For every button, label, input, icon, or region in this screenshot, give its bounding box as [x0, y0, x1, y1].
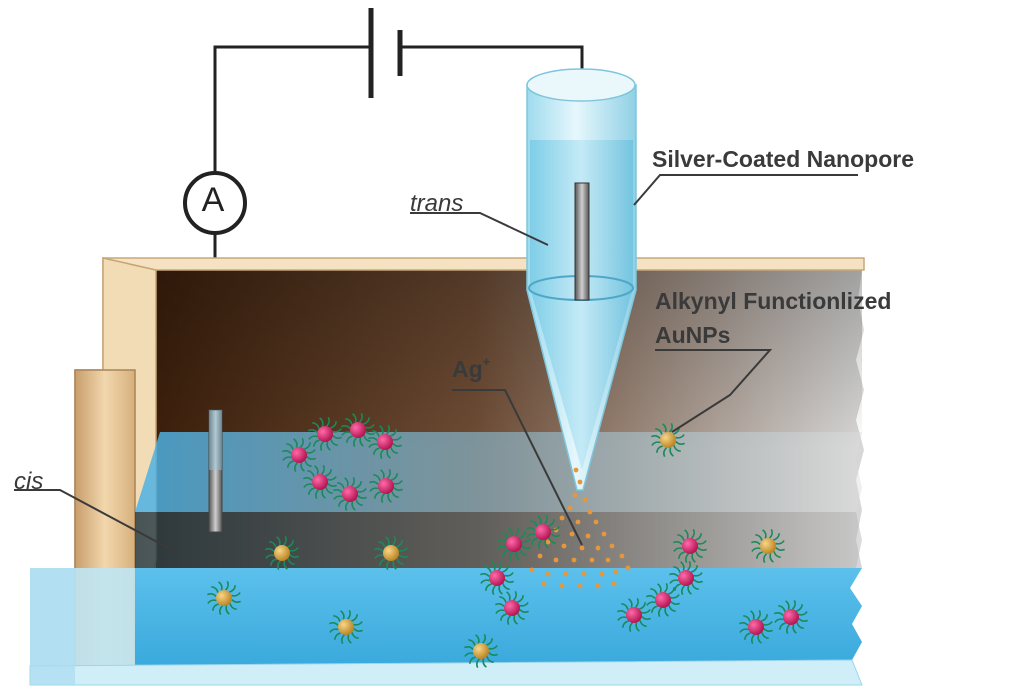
magenta-nanoparticle: [669, 561, 703, 595]
magenta-nanoparticle: [308, 417, 342, 451]
gold-nanoparticle: [374, 536, 408, 570]
magenta-nanoparticle: [282, 438, 316, 472]
ag-ion-label: Ag+: [452, 354, 491, 383]
trans-label: trans: [410, 190, 464, 217]
gold-nanoparticle: [751, 529, 785, 563]
alkynyl-label-line2: AuNPs: [655, 322, 731, 348]
ag-ion-dot: [605, 557, 611, 563]
magenta-nanoparticle: [526, 515, 560, 549]
ag-ion-dot: [611, 581, 617, 587]
ag-ion-dot: [619, 553, 625, 559]
ag-ion-dot: [601, 531, 607, 537]
magenta-nanoparticle: [341, 413, 375, 447]
ag-ion-dot: [575, 519, 581, 525]
magenta-nanoparticle: [303, 465, 337, 499]
label-leader-lines: [14, 174, 858, 553]
ag-ion-dot: [625, 565, 631, 571]
ammeter-circle-icon: [183, 171, 247, 235]
ag-ion-dot: [589, 557, 595, 563]
magenta-nanoparticle: [480, 561, 514, 595]
ag-ion-dot: [572, 492, 578, 498]
ag-ion-dot: [529, 567, 535, 573]
battery-symbol-icon: [368, 8, 403, 98]
magenta-nanoparticle: [617, 598, 651, 632]
ag-ion-dot: [593, 519, 599, 525]
alkynyl-label-line1: Alkynyl Functionlized: [655, 288, 892, 314]
trans-electrode-rod-icon: [574, 182, 590, 301]
ag-ion-dot: [609, 543, 615, 549]
ag-ion-dot: [545, 539, 551, 545]
ag-ion-dot: [567, 505, 573, 511]
ag-ion-dot: [563, 571, 569, 577]
magenta-nanoparticle: [739, 610, 773, 644]
ag-ion-charge: +: [482, 354, 491, 369]
magenta-nanoparticle: [774, 600, 808, 634]
ag-ion-symbol: Ag: [452, 356, 483, 382]
gold-nanoparticle: [265, 536, 299, 570]
ag-ion-dot: [545, 571, 551, 577]
ag-ion-dot: [585, 533, 591, 539]
gold-nanoparticle: [464, 634, 498, 668]
ag-ion-dot: [559, 515, 565, 521]
magenta-nanoparticle: [369, 469, 403, 503]
ag-ion-dot: [571, 557, 577, 563]
ag-ion-dot: [561, 543, 567, 549]
ag-ion-dot: [595, 545, 601, 551]
silver-coated-nanopore: [526, 68, 637, 491]
magenta-nanoparticle: [497, 527, 531, 561]
cis-label: cis: [14, 468, 44, 495]
ag-ion-dot: [573, 467, 579, 473]
magenta-nanoparticle: [673, 529, 707, 563]
ag-ion-dot: [577, 479, 583, 485]
magenta-nanoparticle: [646, 583, 680, 617]
tank-floor: [135, 568, 862, 666]
ag-ion-dot: [599, 571, 605, 577]
magenta-nanoparticle: [495, 591, 529, 625]
ammeter-label: A: [201, 181, 225, 219]
cis-electrode-rod-icon: [208, 409, 223, 533]
ag-ion-dot: [577, 583, 583, 589]
ag-ion-dot: [581, 571, 587, 577]
cis-solution-surface: [135, 432, 862, 512]
ag-ion-dot: [582, 497, 588, 503]
silver-coated-nanopore-label: Silver-Coated Nanopore: [652, 146, 914, 172]
magenta-nanoparticle: [333, 477, 367, 511]
ag-ion-dot: [569, 531, 575, 537]
gold-nanoparticle: [651, 423, 685, 457]
ag-ion-cloud: [529, 467, 631, 589]
ag-ion-dot: [553, 557, 559, 563]
ag-ion-dot: [595, 583, 601, 589]
nanoparticle-layer: [207, 413, 808, 668]
magenta-nanoparticle: [368, 425, 402, 459]
ag-ion-dot: [537, 553, 543, 559]
ag-ion-dot: [613, 569, 619, 575]
ag-ion-dot: [541, 581, 547, 587]
ag-ion-dot: [587, 509, 593, 515]
ag-ion-dot: [579, 545, 585, 551]
gold-nanoparticle: [329, 610, 363, 644]
gold-nanoparticle: [207, 581, 241, 615]
ag-ion-dot: [559, 583, 565, 589]
